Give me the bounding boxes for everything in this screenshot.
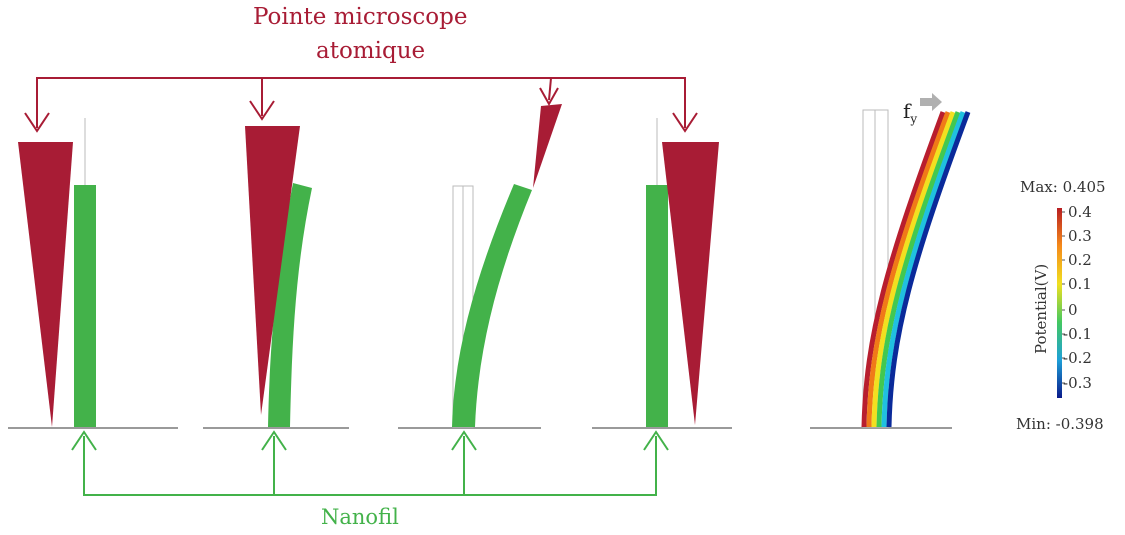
colorbar-max-label: Max: 0.405 xyxy=(1020,178,1106,196)
panel-2 xyxy=(245,126,312,427)
nanowire-deflected xyxy=(452,184,532,427)
afm-tip xyxy=(662,142,719,425)
nanowire-straight xyxy=(74,185,96,427)
colorbar xyxy=(1057,208,1062,398)
colorbar-tick-label: -0.1 xyxy=(1063,325,1092,343)
colorbar-tick-label: 0 xyxy=(1068,301,1078,319)
nanowire-bracket xyxy=(71,430,669,496)
nanowire-straight xyxy=(646,185,668,427)
afm-tip xyxy=(533,104,562,188)
colorbar-ticks xyxy=(1062,211,1065,384)
colorbar-tick-label: 0.2 xyxy=(1068,251,1092,269)
colorbar-min-label: Min: -0.398 xyxy=(1016,415,1104,433)
nanowire-bent xyxy=(268,183,312,427)
panel-4 xyxy=(646,118,719,427)
colorbar-tick-label: 0.1 xyxy=(1068,275,1092,293)
afm-tip xyxy=(18,142,73,427)
colorbar-tick-label: 0.3 xyxy=(1068,227,1092,245)
panel-3 xyxy=(452,104,562,428)
force-arrow-icon xyxy=(920,93,942,111)
colorbar-title: Potential(V) xyxy=(1032,263,1050,354)
force-label: fy xyxy=(903,99,918,126)
nanowire-label: Nanofil xyxy=(321,505,399,529)
tip-bracket xyxy=(24,77,698,133)
panel-5 xyxy=(861,93,971,428)
potential-bands xyxy=(861,111,971,428)
colorbar-tick-label: -0.3 xyxy=(1063,374,1092,392)
tip-label-line1: Pointe microscope xyxy=(253,4,468,30)
colorbar-tick-label: 0.4 xyxy=(1068,203,1092,221)
colorbar-tick-label: -0.2 xyxy=(1063,349,1092,367)
panel-1 xyxy=(18,118,96,427)
tip-label-line2: atomique xyxy=(316,38,426,64)
afm-tip xyxy=(245,126,300,415)
